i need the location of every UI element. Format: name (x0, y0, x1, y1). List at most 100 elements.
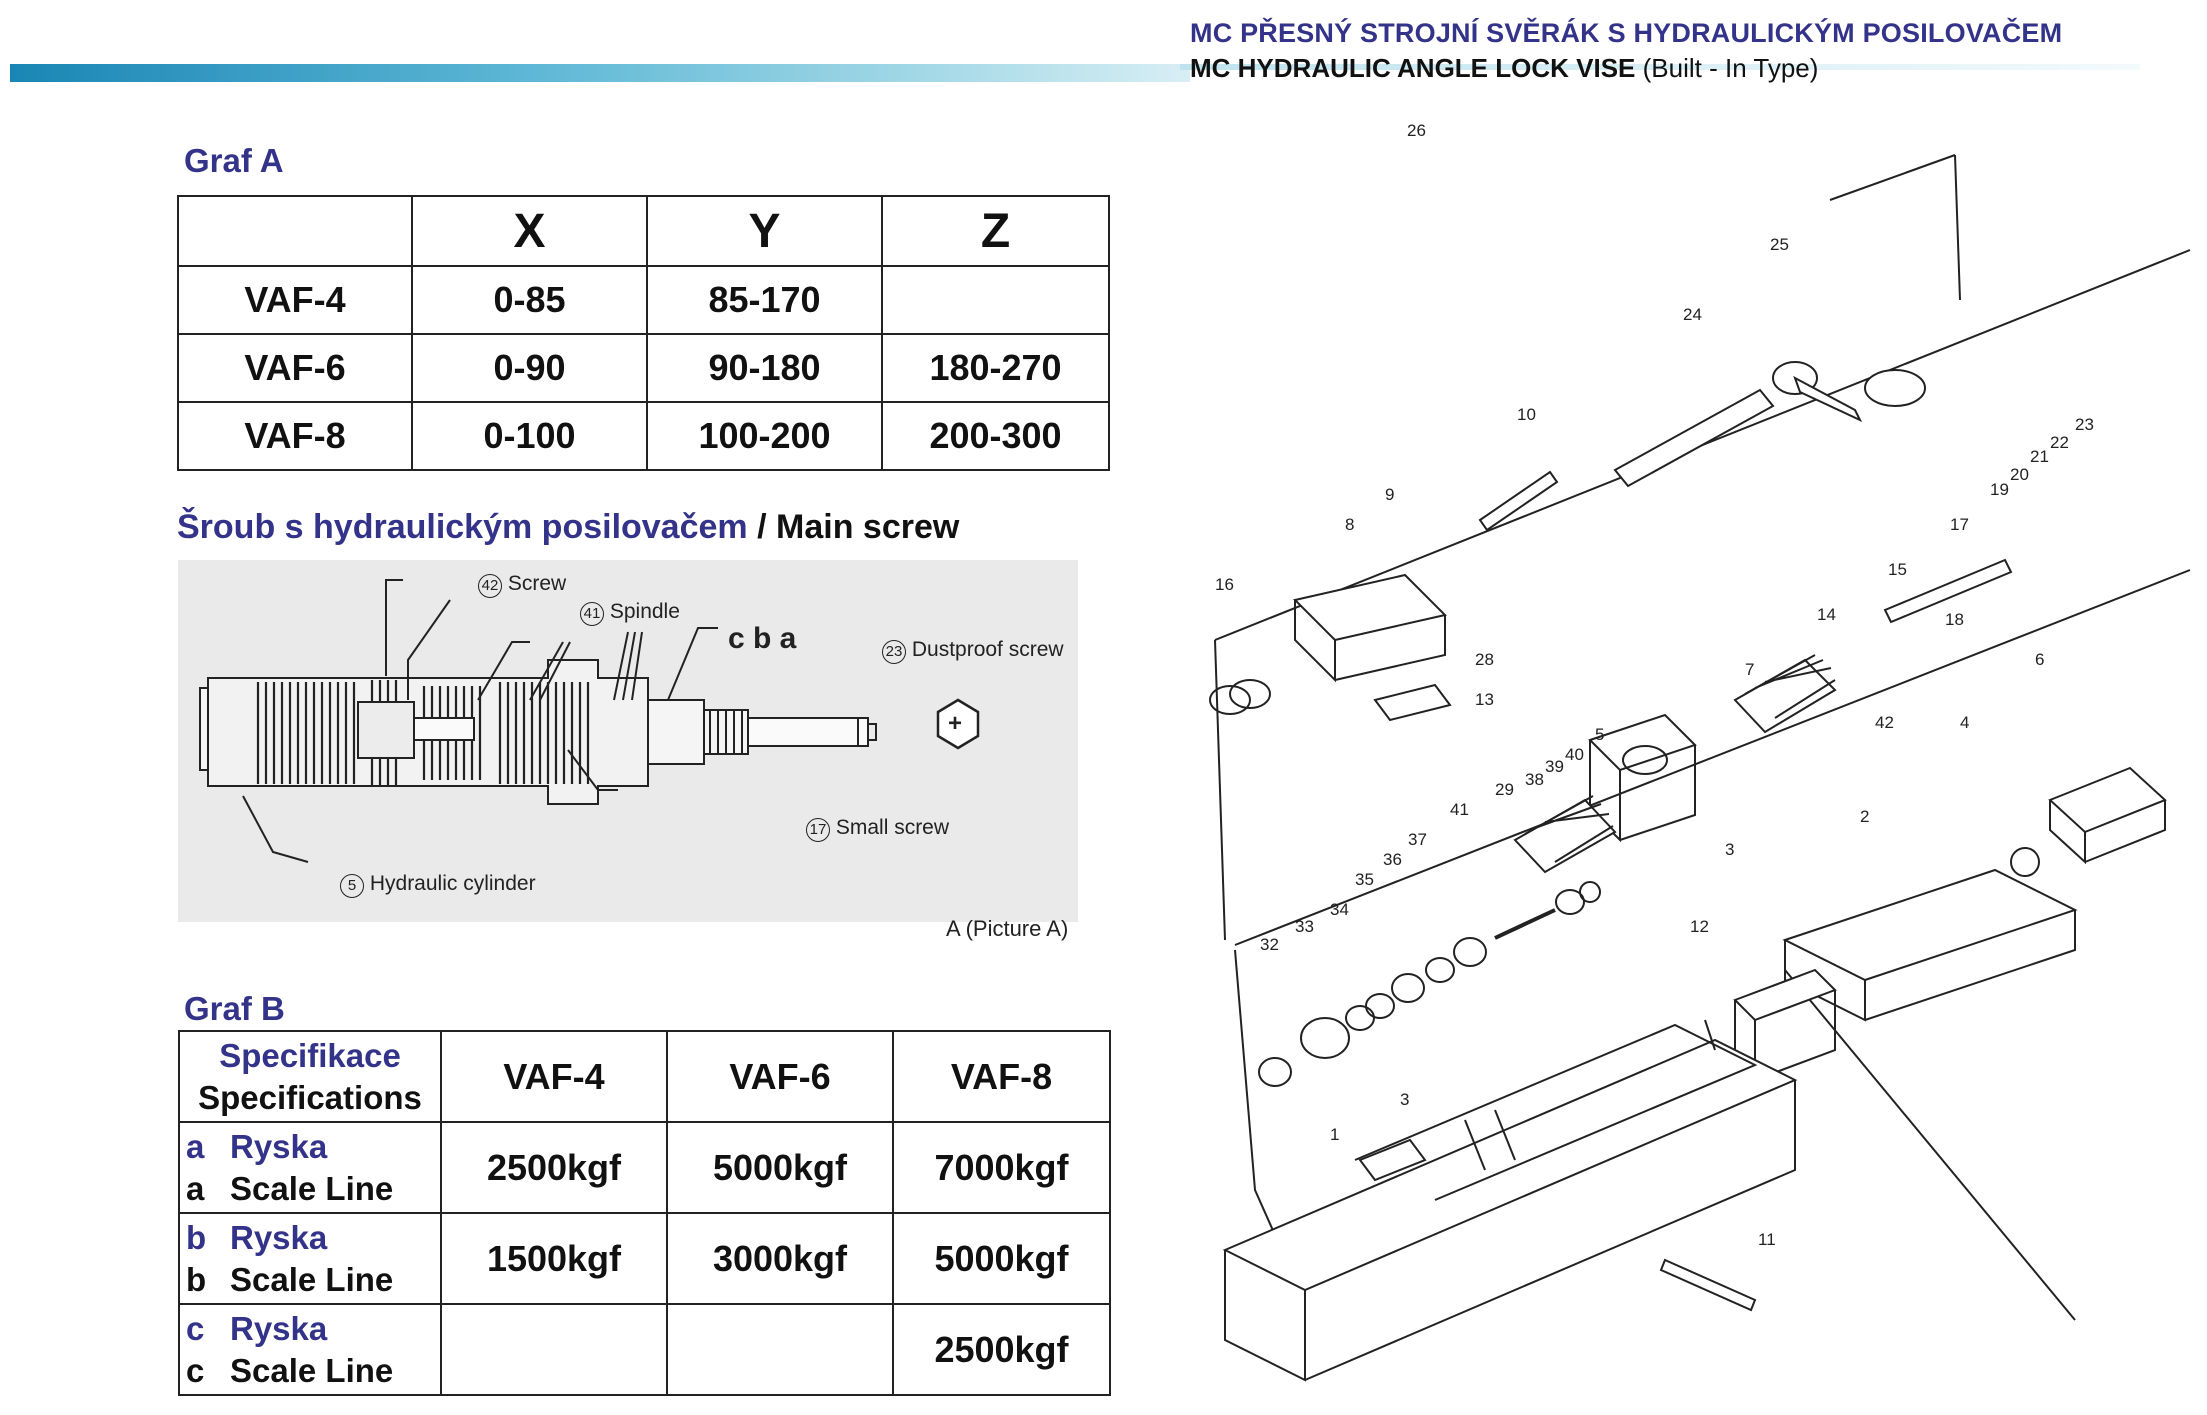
label-spindle-text: Spindle (609, 600, 680, 623)
main-screw-title: Šroub s hydraulickým posilovačem / Main … (177, 508, 959, 547)
model-cell: VAF-4 (177, 265, 413, 335)
part-number: 41 (1450, 800, 1469, 819)
z-cell (881, 265, 1110, 335)
part-number: 15 (1888, 560, 1907, 579)
model-cell: VAF-6 (177, 333, 413, 403)
part-number: 26 (1407, 121, 1426, 140)
part-number: 9 (1385, 485, 1394, 504)
graf-b-table: Specifikace Specifications VAF-4 VAF-6 V… (178, 1030, 1111, 1396)
value-cell: 5000kgf (892, 1212, 1111, 1305)
hex-nut-icon (936, 698, 980, 750)
graf-b-header-spec-cz: Specifikace (219, 1036, 401, 1074)
main-screw-title-english: Main screw (776, 508, 960, 546)
part-number: 3 (1400, 1090, 1409, 1109)
part-number: 23 (2075, 415, 2094, 434)
x-cell: 0-100 (411, 401, 648, 471)
part-number: 13 (1475, 690, 1494, 709)
part-number: 19 (1990, 480, 2009, 499)
label-screw-num: 42 (478, 574, 502, 598)
part-number: 18 (1945, 610, 1964, 629)
part-number: 29 (1495, 780, 1514, 799)
header-title-czech: MC PŘESNÝ STROJNÍ SVĚRÁK S HYDRAULICKÝM … (1190, 18, 2063, 48)
part-number: 42 (1875, 713, 1894, 732)
graf-b-header-spec-en: Specifications (198, 1078, 422, 1116)
graf-b-header-vaf4: VAF-4 (440, 1030, 668, 1123)
y-cell: 85-170 (646, 265, 883, 335)
spec-key: a (186, 1127, 205, 1165)
part-number: 20 (2010, 465, 2029, 484)
value-cell (666, 1303, 894, 1396)
label-spindle: 41 Spindle (580, 600, 680, 626)
label-dustproof-text: Dustproof screw (911, 638, 1064, 661)
label-screw-text: Screw (507, 572, 567, 595)
part-number: 16 (1215, 575, 1234, 594)
value-cell: 2500kgf (440, 1121, 668, 1214)
part-number: 11 (1758, 1230, 1776, 1249)
spec-key: b (186, 1218, 207, 1256)
header-title-english-rest: (Built - In Type) (1642, 53, 1819, 83)
part-number: 2 (1860, 807, 1869, 826)
label-hydraulic-text: Hydraulic cylinder (369, 872, 536, 895)
main-screw-drawing (199, 579, 980, 863)
exploded-view-diagram: 26 25 24 10 9 8 16 28 13 7 14 15 17 18 1… (1195, 120, 2195, 1410)
part-number: 39 (1545, 757, 1564, 776)
part-number: 36 (1383, 850, 1402, 869)
graf-a-row: VAF-8 0-100 100-200 200-300 (177, 401, 1110, 471)
hex-nut-symbol: + (948, 710, 963, 737)
graf-b-header-vaf8: VAF-8 (892, 1030, 1111, 1123)
part-number: 7 (1745, 660, 1754, 679)
graf-b-title: Graf B (184, 990, 285, 1027)
part-number: 21 (2030, 447, 2049, 466)
spec-cz: Ryska (230, 1127, 328, 1165)
main-screw-picture: + 42 Screw 41 Spindle c b a 23 Dustproof… (178, 560, 1078, 922)
spec-key: b (186, 1260, 207, 1298)
value-cell: 7000kgf (892, 1121, 1111, 1214)
part-number: 34 (1330, 900, 1349, 919)
z-cell: 200-300 (881, 401, 1110, 471)
label-screw: 42 Screw (478, 572, 566, 598)
value-cell (440, 1303, 668, 1396)
label-small-screw-text: Small screw (835, 816, 950, 839)
main-screw-title-separator: / (757, 508, 767, 546)
label-small-screw: 17 Small screw (806, 816, 949, 842)
graf-a-table: X Y Z VAF-4 0-85 85-170 VAF-6 0-90 90-18… (177, 195, 1110, 471)
graf-b-header-vaf6: VAF-6 (666, 1030, 894, 1123)
label-cba: c b a (728, 622, 797, 655)
value-cell: 3000kgf (666, 1212, 894, 1305)
graf-a-header-y: Y (646, 195, 883, 267)
spec-key: a (186, 1169, 205, 1207)
value-cell: 1500kgf (440, 1212, 668, 1305)
header-title-english-bold: MC HYDRAULIC ANGLE LOCK VISE (1190, 53, 1636, 83)
spec-key: c (186, 1309, 205, 1347)
label-small-screw-num: 17 (806, 818, 830, 842)
spec-en: Scale Line (230, 1351, 394, 1389)
graf-a-title: Graf A (184, 142, 284, 179)
graf-a-header-x: X (411, 195, 648, 267)
header-gradient-bar (10, 64, 1190, 82)
model-cell: VAF-8 (177, 401, 413, 471)
part-number: 22 (2050, 433, 2069, 452)
part-number: 33 (1295, 917, 1314, 936)
y-cell: 90-180 (646, 333, 883, 403)
label-dustproof-num: 23 (882, 640, 906, 664)
header-gradient-bar-right (1180, 64, 2140, 70)
spec-en: Scale Line (230, 1169, 394, 1207)
spec-key: c (186, 1351, 205, 1389)
label-hydraulic-num: 5 (340, 874, 364, 898)
label-dustproof: 23 Dustproof screw (882, 638, 1064, 664)
value-cell: 5000kgf (666, 1121, 894, 1214)
part-number: 5 (1595, 725, 1604, 744)
label-hydraulic-cylinder: 5 Hydraulic cylinder (340, 872, 536, 898)
part-number: 28 (1475, 650, 1494, 669)
spec-cz: Ryska (230, 1309, 328, 1347)
part-number: 1 (1330, 1125, 1339, 1144)
part-number: 25 (1770, 235, 1789, 254)
main-screw-title-czech: Šroub s hydraulickým posilovačem (177, 508, 748, 546)
part-number: 24 (1683, 305, 1702, 324)
z-cell: 180-270 (881, 333, 1110, 403)
x-cell: 0-90 (411, 333, 648, 403)
label-spindle-num: 41 (580, 602, 604, 626)
